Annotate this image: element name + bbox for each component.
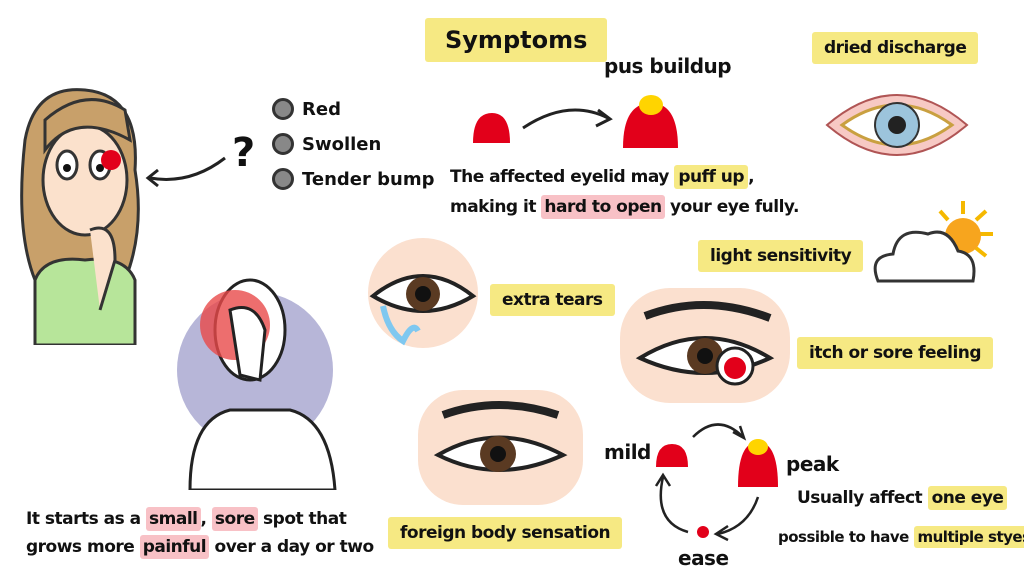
foreign-body-label: foreign body sensation (388, 517, 623, 549)
symptom-item-tender: Tender bump (272, 168, 435, 190)
extra-tears-label: extra tears (490, 284, 615, 316)
stye-cycle-diagram (654, 423, 778, 542)
foreign-body-eye-illustration (418, 390, 583, 505)
bullet-icon (272, 98, 294, 120)
progression-text: It starts as a small, sore spot that gro… (26, 507, 374, 559)
itchy-eye-illustration (620, 288, 790, 403)
symptom-list: Red Swollen Tender bump (272, 98, 435, 203)
dried-discharge-label: dried discharge (812, 32, 979, 64)
symptom-item-swollen: Swollen (272, 133, 435, 155)
itch-label: itch or sore feeling (797, 337, 994, 369)
cycle-peak-label: peak (786, 452, 839, 476)
multiple-styes-text: possible to have multiple styes (778, 526, 1024, 548)
question-mark: ? (232, 130, 256, 176)
bullet-icon (272, 133, 294, 155)
pus-buildup-label: pus buildup (604, 54, 732, 78)
page-title: Symptoms (425, 18, 608, 62)
light-sensitivity-label: light sensitivity (698, 240, 864, 272)
bullet-icon (272, 168, 294, 190)
one-eye-text: Usually affect one eye (797, 486, 1008, 510)
eyelid-description: The affected eyelid may puff up, making … (450, 165, 799, 219)
sun-cloud-icon (873, 201, 993, 283)
cycle-ease-label: ease (678, 546, 729, 570)
cycle-mild-label: mild (604, 440, 651, 464)
person-in-pain-illustration (177, 278, 337, 490)
arrow-to-woman (145, 156, 226, 188)
teary-eye-illustration (368, 238, 478, 348)
symptom-item-red: Red (272, 98, 435, 120)
stye-progression-icon (473, 95, 678, 148)
dried-discharge-eye (825, 94, 969, 156)
woman-illustration (20, 88, 140, 345)
